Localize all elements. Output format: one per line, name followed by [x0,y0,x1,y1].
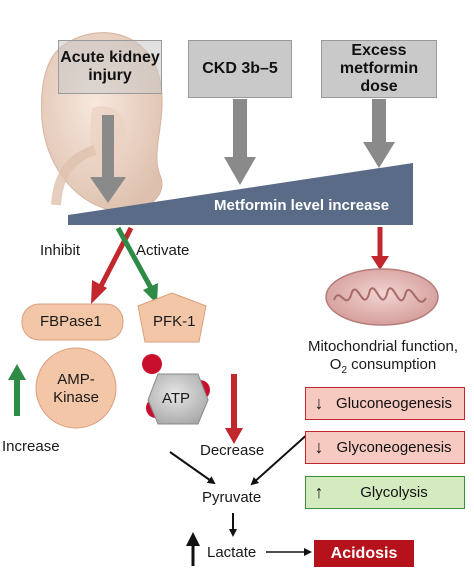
down-arrow-icon: ↓ [314,437,324,457]
cause-ckd: CKD 3b–5 [188,40,292,98]
phosphate-dot [142,354,162,374]
wedge-label: Metformin level increase [214,197,390,214]
pyruvate-label: Pyruvate [202,489,262,506]
fbpase1-shape [21,303,124,341]
acidosis-box: Acidosis [314,540,414,567]
cause-ckd-label: CKD 3b–5 [202,60,278,77]
mito-label-line1: Mitochondrial function, [307,338,459,355]
mitochondrion-illustration [325,268,439,326]
atp-decrease-arrow [231,374,237,430]
decrease-label: Decrease [200,442,265,459]
acidosis-label: Acidosis [330,544,398,562]
mito-label: Mitochondrial function, O2 consumption [297,338,469,380]
cause-excess-metformin: Excess metformin dose [321,40,437,98]
effect-glycolysis: ↑ Glycolysis [305,476,465,509]
cause-acute-kidney-injury: Acute kidney injury [58,40,162,94]
atp-label: ATP [162,390,191,407]
fbpase1-label: FBPase1 [40,313,102,330]
metformin-wedge [68,163,413,225]
atp-shape [147,373,209,425]
glyconeogenesis-label: Glyconeogenesis [336,439,452,456]
cause-aki-label: Acute kidney injury [60,49,160,84]
gluconeogenesis-label: Gluconeogenesis [336,395,452,412]
down-arrow-icon: ↓ [314,393,324,413]
pfk1-shape [137,292,207,343]
atp-to-pyruvate-arrow [169,451,216,485]
increase-label: Increase [2,438,60,455]
ampk-label: AMP-Kinase [53,371,99,406]
ampk-increase-arrow [14,378,20,416]
effect-gluconeogenesis: ↓ Gluconeogenesis [305,387,465,420]
gray-arrows [90,99,395,203]
activate-label: Activate [136,242,190,259]
lactate-label: Lactate [207,544,257,561]
activate-arrow [115,226,154,290]
glycolysis-label: Glycolysis [360,484,428,501]
up-arrow-icon: ↑ [314,482,324,502]
cause-excess-label: Excess metformin dose [339,42,419,95]
effects-to-pyruvate-arrow [250,431,311,486]
ampk-shape [35,347,117,429]
mito-label-line2: O2 consumption [329,356,437,376]
pfk1-label: PFK-1 [153,313,196,330]
inhibit-label: Inhibit [40,242,81,259]
inhibit-arrow [97,226,134,290]
effect-glyconeogenesis: ↓ Glyconeogenesis [305,431,465,464]
